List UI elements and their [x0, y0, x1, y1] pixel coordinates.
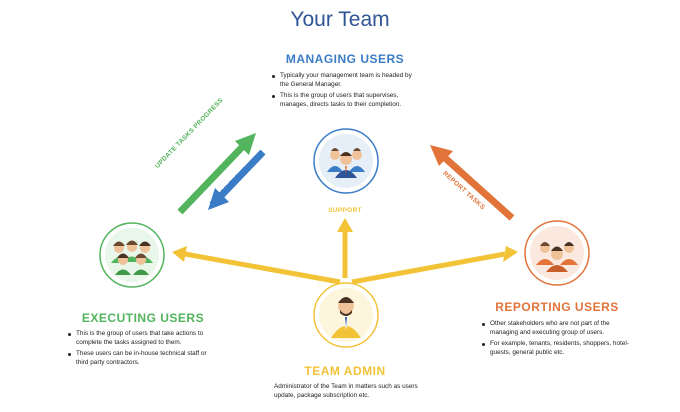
update-progress-arrow [177, 133, 256, 215]
managing-bullet: This is the group of users that supervis… [272, 92, 422, 109]
reporting-bullets: Other stakeholders who are not part of t… [482, 320, 632, 360]
managing-heading: MANAGING USERS [285, 52, 405, 66]
workers-group-icon [99, 222, 165, 288]
reporting-bullet: Other stakeholders who are not part of t… [482, 320, 632, 337]
executing-bullet: This is the group of users that take act… [68, 330, 218, 347]
reporting-heading: REPORTING USERS [495, 300, 619, 314]
managing-bullets: Typically your management team is headed… [272, 72, 422, 112]
assign-tasks-arrow [208, 149, 266, 210]
page-title: Your Team [290, 8, 390, 31]
executing-bullets: This is the group of users that take act… [68, 330, 218, 370]
support-label: SUPPORT [328, 207, 362, 214]
admin-support-arrows [172, 218, 518, 285]
managers-group-icon [313, 128, 379, 194]
report-tasks-arrow [430, 145, 515, 221]
reporting-bullet: For example, tenants, residents, shopper… [482, 340, 632, 357]
executing-heading: EXECUTING USERS [81, 311, 205, 325]
executing-bullet: These users can be in-house technical st… [68, 350, 218, 367]
admin-description: Administrator of the Team in matters suc… [274, 383, 418, 399]
admin-heading: TEAM ADMIN [304, 364, 386, 378]
admin-person-icon [313, 282, 379, 348]
stakeholders-group-icon [524, 220, 590, 286]
managing-bullet: Typically your management team is headed… [272, 72, 422, 89]
